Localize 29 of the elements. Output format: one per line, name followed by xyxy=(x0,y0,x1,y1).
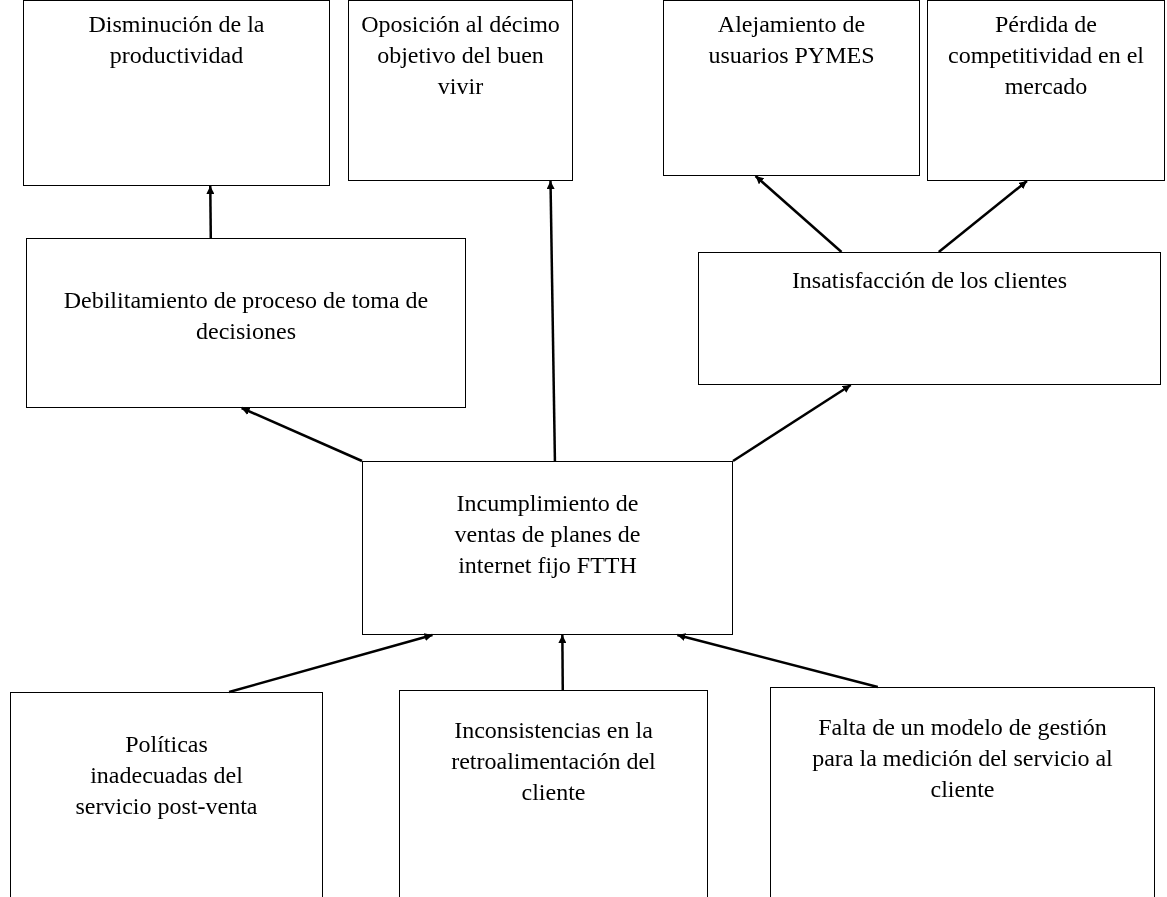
cause-effect-box xyxy=(362,461,733,635)
box-text: Debilitamiento de proceso de toma de decisiones xyxy=(62,286,430,346)
box-text: Incumplimiento de ventas de planes de internet fijo FTTH xyxy=(453,489,642,580)
cause-effect-box xyxy=(23,0,330,186)
arrow xyxy=(546,180,557,462)
arrow xyxy=(937,180,1028,253)
box-text: Insatisfacción de los clientes xyxy=(791,266,1068,295)
cause-effect-box xyxy=(927,0,1165,181)
box-text: Falta de un modelo de gestión para la medición del servicio al cliente xyxy=(811,713,1114,804)
cause-effect-box xyxy=(399,690,708,897)
arrow xyxy=(228,633,433,694)
box-text: Alejamiento de usuarios PYMES xyxy=(707,10,876,70)
box-text: Disminución de la productividad xyxy=(87,10,266,70)
cause-effect-box xyxy=(348,0,573,181)
box-text: Inconsistencias en la retroalimentación del cliente xyxy=(450,716,657,807)
cause-effect-box xyxy=(663,0,920,176)
arrow xyxy=(732,383,852,463)
arrow xyxy=(241,406,363,463)
box-text: Pérdida de competitividad en el mercado xyxy=(947,10,1145,101)
arrow xyxy=(754,175,843,253)
cause-effect-box xyxy=(10,692,323,897)
cause-effect-box xyxy=(770,687,1155,897)
arrow xyxy=(206,186,215,238)
cause-effect-box xyxy=(698,252,1161,385)
cause-effect-box xyxy=(26,238,466,408)
box-text: Oposición al décimo objetivo del buen vivir xyxy=(360,10,561,101)
arrow xyxy=(677,633,879,689)
box-text: Políticas inadecuadas del servicio post-venta xyxy=(74,730,259,821)
arrow xyxy=(558,635,567,690)
